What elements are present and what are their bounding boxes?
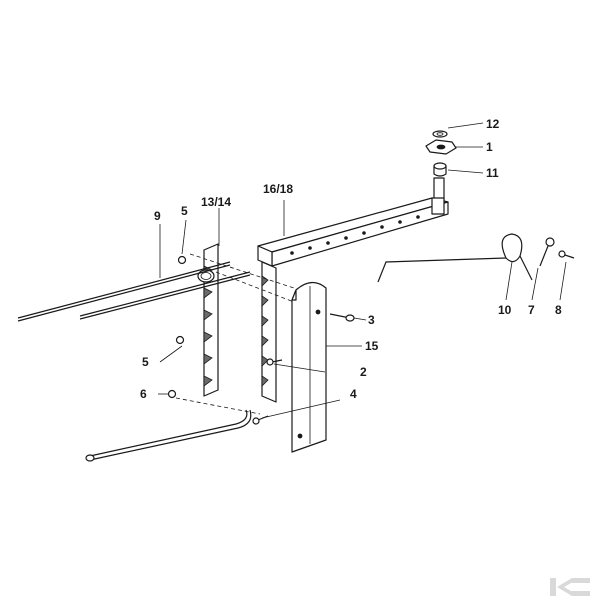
part-11-bushing bbox=[433, 162, 447, 177]
label-1: 1 bbox=[486, 140, 493, 154]
callout-labels: 12 1 11 16/18 13/14 5 9 3 15 2 4 5 6 10 … bbox=[140, 117, 562, 401]
part-5-nut-lower bbox=[175, 335, 185, 345]
part-8-bolt bbox=[558, 250, 575, 259]
part-15-guard-channel bbox=[291, 281, 327, 453]
label-5-lower: 5 bbox=[142, 355, 149, 369]
label-15: 15 bbox=[365, 339, 379, 353]
label-5-upper: 5 bbox=[181, 204, 188, 218]
leader-lines bbox=[158, 122, 567, 419]
part-13-14-tine-bar bbox=[197, 243, 219, 397]
part-9-tine-rods bbox=[17, 261, 251, 322]
part-12-washer bbox=[432, 130, 448, 138]
label-2: 2 bbox=[360, 365, 367, 379]
label-9: 9 bbox=[154, 209, 161, 223]
part-3-bolt bbox=[329, 313, 355, 322]
label-7: 7 bbox=[528, 303, 535, 317]
label-6: 6 bbox=[140, 387, 147, 401]
brand-watermark-logo bbox=[550, 578, 590, 596]
label-8: 8 bbox=[555, 303, 562, 317]
tine-bar-right bbox=[261, 261, 277, 403]
label-3: 3 bbox=[368, 313, 375, 327]
label-16-18: 16/18 bbox=[263, 182, 293, 196]
part-1-flange-plate bbox=[425, 139, 457, 155]
label-11: 11 bbox=[486, 166, 499, 180]
label-13-14: 13/14 bbox=[201, 195, 231, 209]
part-16-18-frame-beam bbox=[257, 197, 449, 267]
part-2-screw bbox=[266, 358, 283, 366]
part-5-nut-upper bbox=[177, 255, 187, 265]
part-7-eye-bolt bbox=[539, 237, 555, 267]
part-10-spring-tine bbox=[377, 233, 533, 283]
label-10: 10 bbox=[498, 303, 512, 317]
label-12: 12 bbox=[486, 117, 500, 131]
bottom-hoop-rod bbox=[85, 409, 252, 462]
part-6-screw bbox=[167, 389, 177, 399]
label-4: 4 bbox=[350, 387, 357, 401]
